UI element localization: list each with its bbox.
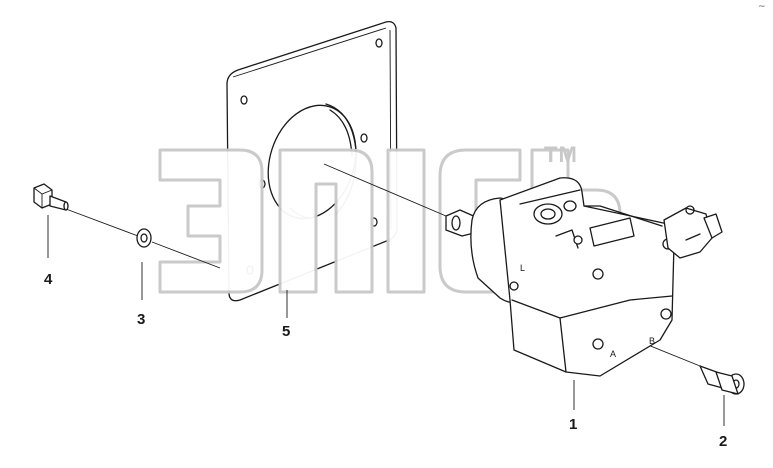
watermark-trademark: TM <box>544 142 578 167</box>
port-marking-a: A <box>610 349 617 359</box>
pump-assembly <box>445 177 723 377</box>
callout-3: 3 <box>137 311 146 328</box>
callout-1: 1 <box>569 416 578 433</box>
port-marking-b: B <box>649 336 656 346</box>
callout-5: 5 <box>282 323 291 340</box>
port-marking-l: L <box>520 263 526 273</box>
cap-screw <box>699 365 745 395</box>
plate-hole <box>375 38 383 48</box>
callout-2: 2 <box>719 433 728 450</box>
corner-mark: ~ <box>758 2 766 12</box>
plate-hole <box>360 133 368 143</box>
hex-bolt <box>33 183 69 211</box>
washer <box>136 228 152 248</box>
plate-hole <box>240 95 248 105</box>
callout-4: 4 <box>44 271 53 288</box>
